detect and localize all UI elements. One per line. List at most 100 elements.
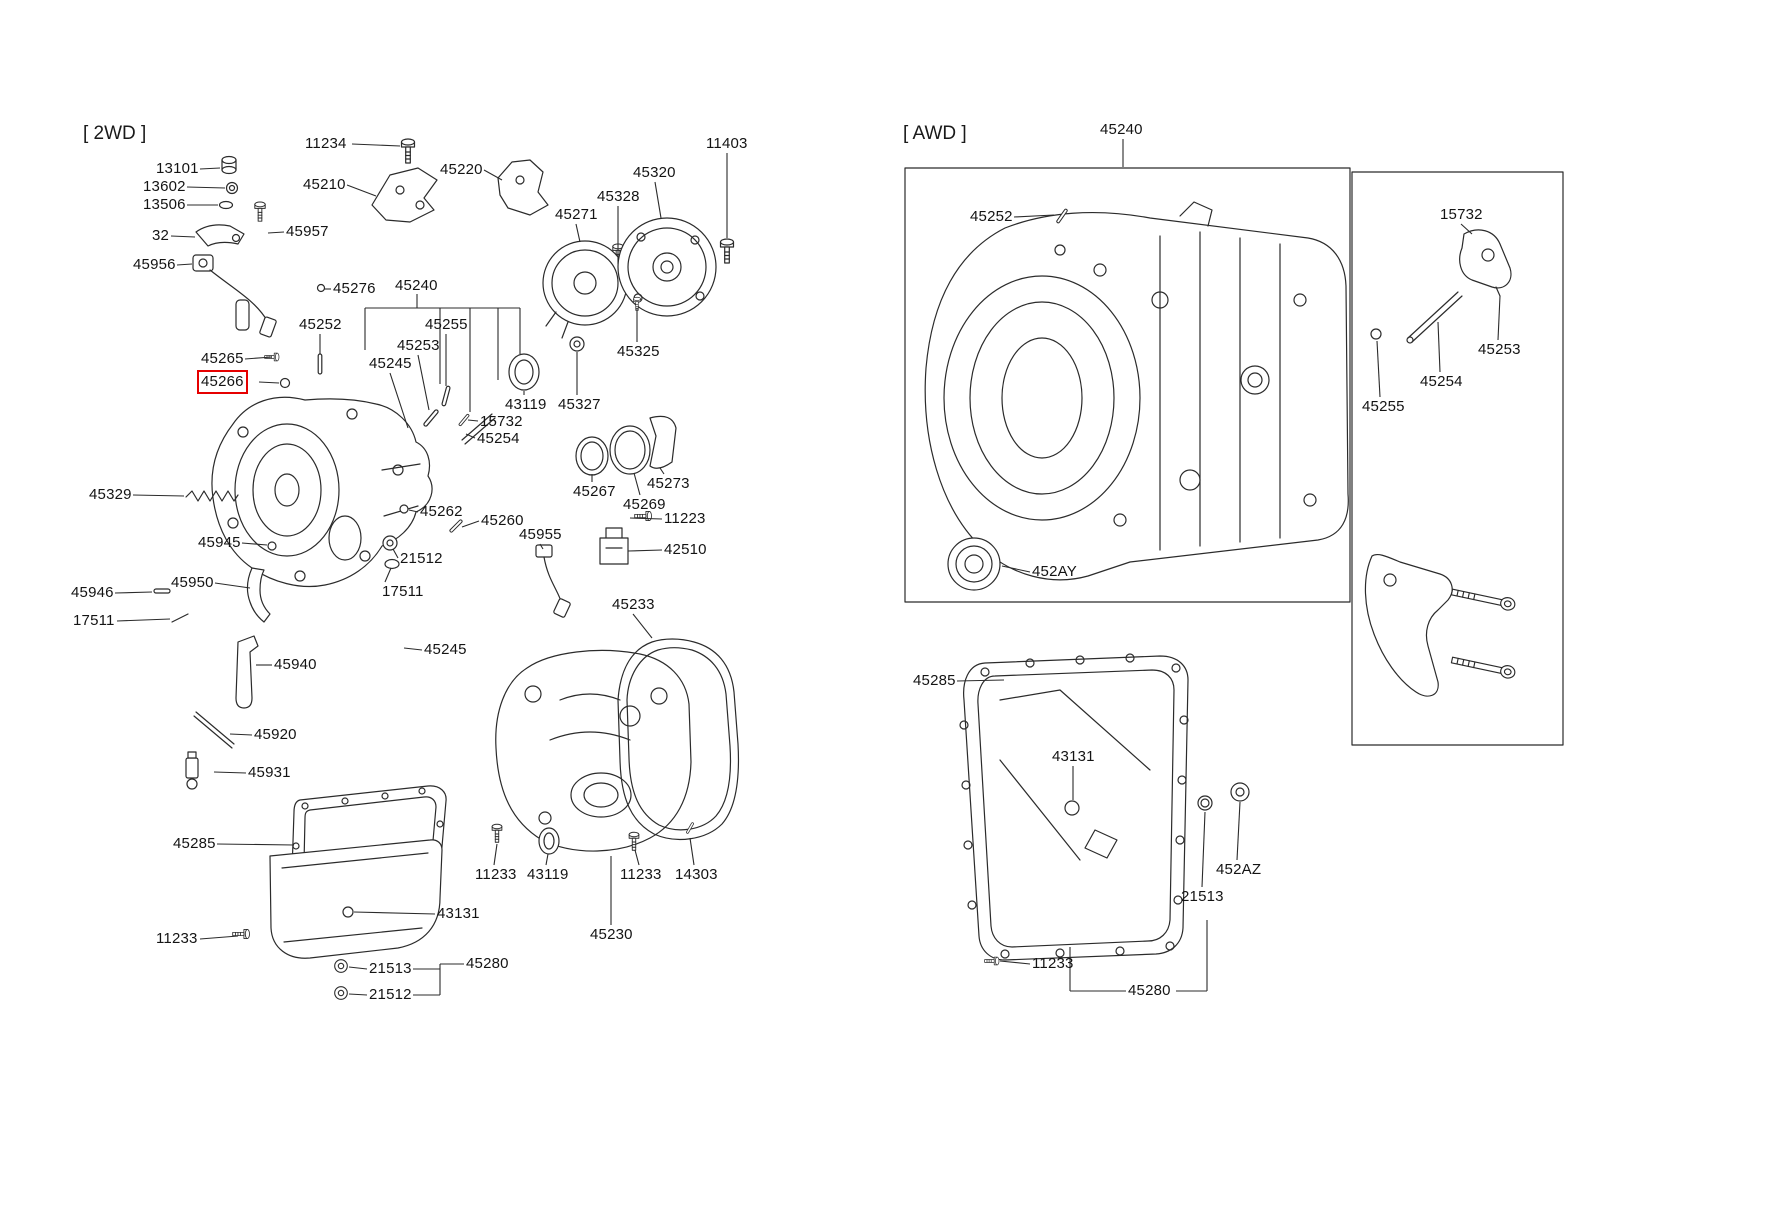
leader-line <box>241 542 268 546</box>
part-label-45280: 45280 <box>466 955 509 972</box>
part-label-11234: 11234 <box>305 135 347 152</box>
leader-line <box>493 843 498 866</box>
part-label-452ay: 452AY <box>1032 563 1077 580</box>
part-label-45265: 45265 <box>201 350 244 367</box>
part-label-21513: 21513 <box>369 960 412 977</box>
leader-line <box>633 472 641 496</box>
part-label-45285: 45285 <box>173 835 216 852</box>
part-label-45285: 45285 <box>913 672 956 689</box>
valve-45931 <box>185 751 199 790</box>
fasteners-top-left-2wd <box>195 155 266 247</box>
part-label-14303: 14303 <box>675 866 718 883</box>
part-label-45325: 45325 <box>617 343 660 360</box>
spring-45329 <box>185 490 239 502</box>
leader-line <box>244 356 273 360</box>
switch-45955 <box>535 544 571 618</box>
leader-line <box>267 231 285 234</box>
leader-line <box>199 167 221 170</box>
leader-line <box>632 613 653 639</box>
leader-line <box>1497 295 1501 341</box>
leader-line <box>956 679 1005 682</box>
frame-awd-main <box>904 167 1351 603</box>
part-label-45327: 45327 <box>558 396 601 413</box>
leader-line <box>1376 340 1381 398</box>
part-label-45252: 45252 <box>970 208 1013 225</box>
leader-line <box>389 372 409 429</box>
part-label-21512: 21512 <box>400 550 443 567</box>
leader-line <box>545 853 549 866</box>
part-label-21513: 21513 <box>1181 888 1224 905</box>
oil-pan-45280-2wd <box>269 839 443 959</box>
leader-line <box>654 181 662 219</box>
speed-sensor-harness-45956 <box>192 254 277 338</box>
part-label-43131: 43131 <box>437 905 480 922</box>
leader-line <box>999 960 1031 965</box>
part-label-45955: 45955 <box>519 526 562 543</box>
part-label-45260: 45260 <box>481 512 524 529</box>
leader-line <box>176 263 193 266</box>
leader-line <box>353 911 436 915</box>
part-label-11233: 11233 <box>156 930 198 947</box>
bracket-45220 <box>497 159 549 216</box>
bracket-45210 <box>371 167 438 223</box>
leader-line <box>229 733 253 736</box>
leader-line <box>634 849 640 866</box>
pan-gasket-45285-awd <box>959 653 1189 961</box>
lever-15732-awd <box>1459 229 1512 297</box>
part-label-17511: 17511 <box>382 583 424 600</box>
leader-line <box>627 549 663 552</box>
part-label-45957: 45957 <box>286 223 329 240</box>
part-label-11233: 11233 <box>1032 955 1074 972</box>
part-label-43119: 43119 <box>527 866 569 883</box>
part-label-45950: 45950 <box>171 574 214 591</box>
part-label-45240: 45240 <box>395 277 438 294</box>
part-label-43131: 43131 <box>1052 748 1095 765</box>
part-label-11403: 11403 <box>706 135 748 152</box>
leader-line <box>348 993 368 996</box>
leader-line <box>629 517 663 520</box>
part-label-45255: 45255 <box>1362 398 1405 415</box>
oring-45266 <box>279 377 291 389</box>
part-label-45931: 45931 <box>248 764 291 781</box>
part-label-45920: 45920 <box>254 726 297 743</box>
part-label-45273: 45273 <box>647 475 690 492</box>
part-label-45329: 45329 <box>89 486 132 503</box>
clamp-42510 <box>599 527 629 565</box>
part-label-42510: 42510 <box>664 541 707 558</box>
section-title-awd: [ AWD ] <box>903 123 967 144</box>
part-label-45280: 45280 <box>1128 982 1171 999</box>
leader-line <box>539 543 544 550</box>
part-label-11233: 11233 <box>620 866 662 883</box>
pin-17511 <box>171 613 189 623</box>
part-label-45240: 45240 <box>1100 121 1143 138</box>
leader-line <box>116 618 171 622</box>
part-label-45245: 45245 <box>369 355 412 372</box>
part-label-45245: 45245 <box>424 641 467 658</box>
part-label-13506: 13506 <box>143 196 186 213</box>
part-label-17511: 17511 <box>73 612 115 629</box>
leader-line <box>659 467 665 475</box>
seal-43119-inner <box>514 359 534 385</box>
part-label-45252: 45252 <box>299 316 342 333</box>
leader-line <box>214 582 251 589</box>
part-label-45220: 45220 <box>440 161 483 178</box>
leader-line <box>1013 214 1055 218</box>
leader-line <box>346 184 377 197</box>
leader-line <box>213 771 247 774</box>
part-label-45269: 45269 <box>623 496 666 513</box>
part-label-21512: 21512 <box>369 986 412 1003</box>
leader-line <box>348 966 368 970</box>
frame-awd-detail <box>1351 171 1564 746</box>
part-label-45253: 45253 <box>397 337 440 354</box>
part-label-15732: 15732 <box>1440 206 1483 223</box>
leader-line <box>575 223 581 243</box>
leader-line <box>1201 811 1206 888</box>
leader-line <box>689 837 695 866</box>
leader-line <box>465 433 476 439</box>
leader-line <box>384 567 392 583</box>
transaxle-case-awd <box>924 201 1349 581</box>
part-label-45255: 45255 <box>425 316 468 333</box>
clip-45255-awd <box>1370 328 1382 340</box>
